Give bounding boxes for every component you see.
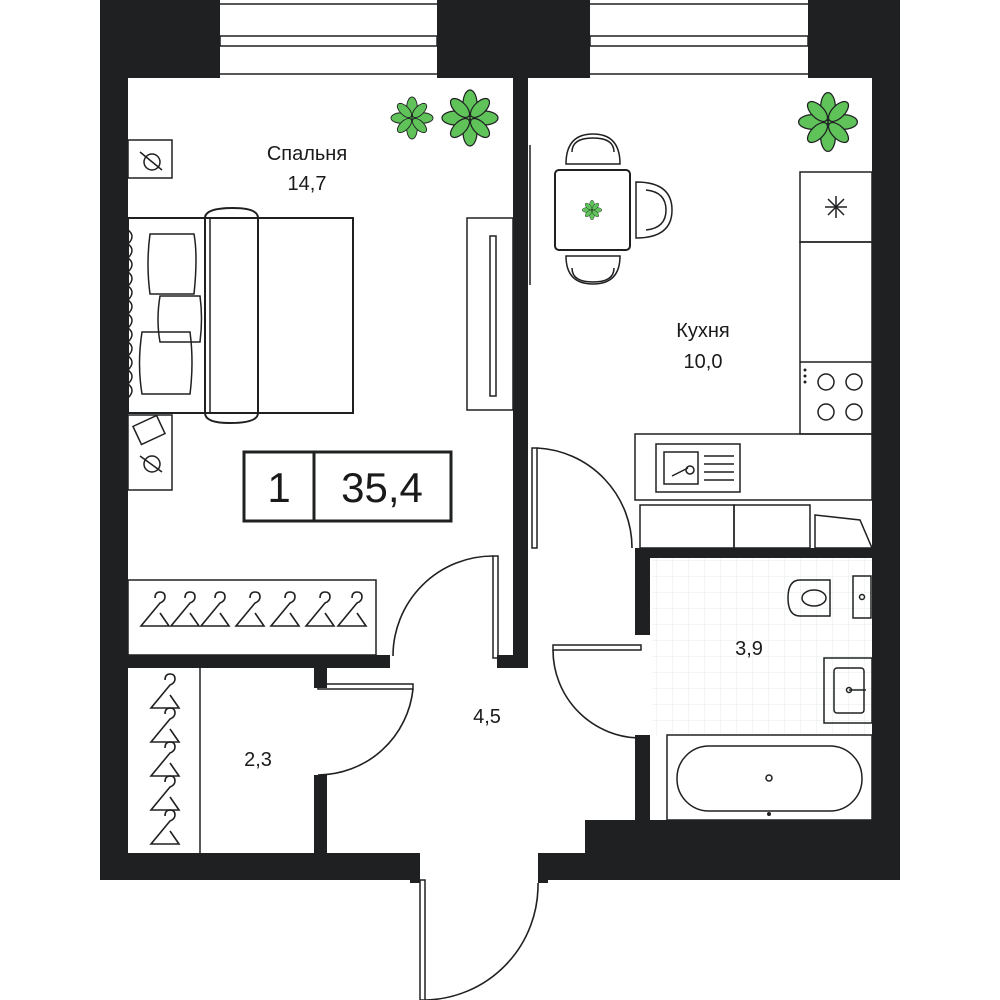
kitchen-furniture [529, 91, 874, 549]
wardrobe-hanger-icon [150, 741, 180, 777]
chair [565, 255, 621, 285]
dining-table [554, 169, 631, 251]
room-labels: Спальня 14,7 Кухня 10,0 3,9 4,5 2,3 [244, 143, 763, 771]
bedroom-area: 14,7 [288, 173, 327, 195]
plant-icon [797, 91, 859, 153]
kitchen-area: 10,0 [684, 351, 723, 373]
stove-burner-icon [817, 373, 835, 391]
washbasin [823, 657, 873, 724]
badge-room-count: 1 [267, 464, 290, 511]
plant-icon [390, 96, 434, 140]
windows [219, 0, 809, 78]
wardrobe-hanger-icon [150, 775, 180, 811]
chair [565, 133, 621, 165]
plant-icon [581, 199, 603, 221]
bathroom-tile-floor [652, 555, 872, 735]
nightstand-bottom [127, 414, 173, 491]
toilet [787, 575, 872, 619]
wardrobe-hanger-icon [235, 591, 265, 627]
wardrobe-hanger-icon [150, 707, 180, 743]
sink [655, 443, 741, 493]
stove-burner-icon [817, 403, 835, 421]
bathroom-furniture [666, 575, 873, 821]
sink-counter [634, 433, 873, 501]
stove-burner-icon [845, 403, 863, 421]
plant-icon [441, 89, 499, 147]
wardrobe-hanger-icon [337, 591, 367, 627]
doors [317, 447, 642, 1000]
stove-burner-icon [845, 373, 863, 391]
snowflake-icon [825, 196, 847, 218]
wardrobe-hanger-icon [200, 591, 230, 627]
nightstand-lamp-icon [139, 151, 163, 171]
closet-furniture [150, 668, 201, 853]
bedroom-name: Спальня [267, 143, 347, 165]
bathtub [666, 734, 873, 821]
double-bed [126, 206, 354, 425]
hanger-rail [127, 579, 377, 656]
badge-total-area: 35,4 [341, 464, 423, 511]
wardrobe-hanger-icon [305, 591, 335, 627]
closet-area: 2,3 [244, 749, 272, 771]
bedroom-furniture [126, 89, 514, 656]
wardrobe-hanger-icon [150, 809, 180, 845]
bathroom-area: 3,9 [735, 638, 763, 660]
wardrobe-hanger-icon [140, 591, 170, 627]
stove [803, 368, 863, 421]
chair [635, 181, 673, 239]
nightstand-lamp-icon [139, 455, 163, 473]
walls [100, 0, 900, 883]
kitchen-name: Кухня [676, 320, 730, 342]
wardrobe-hanger-icon [170, 591, 200, 627]
wardrobe-hanger-icon [150, 673, 180, 709]
wardrobe-hanger-icon [270, 591, 300, 627]
bedroom-wardrobe [466, 217, 514, 411]
apartment-badge: 1 35,4 [242, 450, 453, 523]
nightstand-top [127, 139, 173, 179]
hallway-area: 4,5 [473, 706, 501, 728]
kitchen-counter [799, 241, 873, 435]
